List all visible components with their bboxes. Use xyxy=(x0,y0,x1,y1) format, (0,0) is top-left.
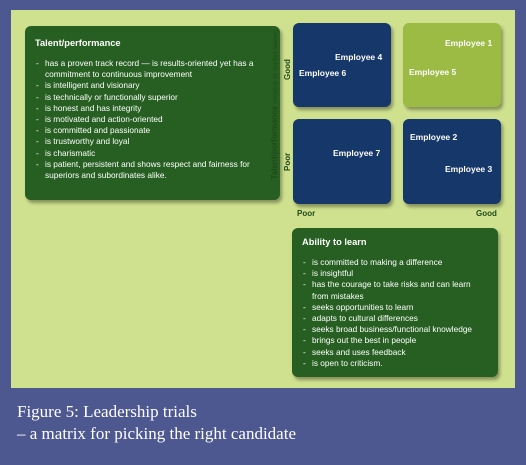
employee-label: Employee 7 xyxy=(333,148,381,158)
learn-list: is committed to making a difference is i… xyxy=(302,257,488,369)
matrix-cell-bottom-right: Employee 2 Employee 3 xyxy=(403,119,501,204)
caption-line-1: Figure 5: Leadership trials xyxy=(17,402,197,421)
talent-item: is committed and passionate xyxy=(35,125,270,136)
talent-list: has a proven track record — is results-o… xyxy=(35,58,270,181)
matrix-cell-top-right: Employee 1 Employee 5 xyxy=(403,23,501,107)
learn-item: has the courage to take risks and can le… xyxy=(302,279,488,301)
talent-item: is charismatic xyxy=(35,148,270,159)
caption-line-2: – a matrix for picking the right candida… xyxy=(17,424,296,443)
learn-item: brings out the best in people xyxy=(302,335,488,346)
matrix-cell-top-left: Employee 4 Employee 6 xyxy=(293,23,391,107)
learn-item: seeks broad business/functional knowledg… xyxy=(302,324,488,335)
employee-label: Employee 6 xyxy=(299,68,347,78)
x-tick-good: Good xyxy=(476,209,497,218)
learn-item: is committed to making a difference xyxy=(302,257,488,268)
employee-label: Employee 5 xyxy=(409,67,457,77)
figure-caption: Figure 5: Leadership trials – a matrix f… xyxy=(17,401,296,445)
y-tick-good: Good xyxy=(283,59,292,80)
talent-item: is motivated and action-oriented xyxy=(35,114,270,125)
learn-item: is open to criticism. xyxy=(302,358,488,369)
y-axis-label: Talent/performance (relative to market l… xyxy=(270,17,279,192)
talent-item: is patient, persistent and shows respect… xyxy=(35,159,270,181)
employee-label: Employee 1 xyxy=(445,38,493,48)
learn-item: seeks and uses feedback xyxy=(302,347,488,358)
learn-item: is insightful xyxy=(302,268,488,279)
learn-box-title: Ability to learn xyxy=(302,237,367,247)
y-axis-title: Talent/performance xyxy=(270,105,279,180)
employee-label: Employee 2 xyxy=(410,132,458,142)
talent-performance-box: Talent/performance has a proven track re… xyxy=(25,26,280,200)
x-tick-poor: Poor xyxy=(297,209,316,218)
employee-label: Employee 3 xyxy=(445,164,493,174)
y-axis-note: (relative to market leader) xyxy=(272,29,279,104)
employee-label: Employee 4 xyxy=(335,52,383,62)
matrix-cell-bottom-left: Employee 7 xyxy=(293,119,391,204)
ability-to-learn-box: Ability to learn is committed to making … xyxy=(292,228,498,377)
y-tick-poor: Poor xyxy=(283,152,292,171)
learn-item: seeks opportunities to learn xyxy=(302,302,488,313)
learn-item: adapts to cultural differences xyxy=(302,313,488,324)
talent-item: is intelligent and visionary xyxy=(35,80,270,91)
talent-item: is trustworthy and loyal xyxy=(35,136,270,147)
talent-item: is honest and has integrity xyxy=(35,103,270,114)
talent-box-title: Talent/performance xyxy=(35,38,121,48)
talent-item: has a proven track record — is results-o… xyxy=(35,58,270,80)
talent-item: is technically or functionally superior xyxy=(35,92,270,103)
